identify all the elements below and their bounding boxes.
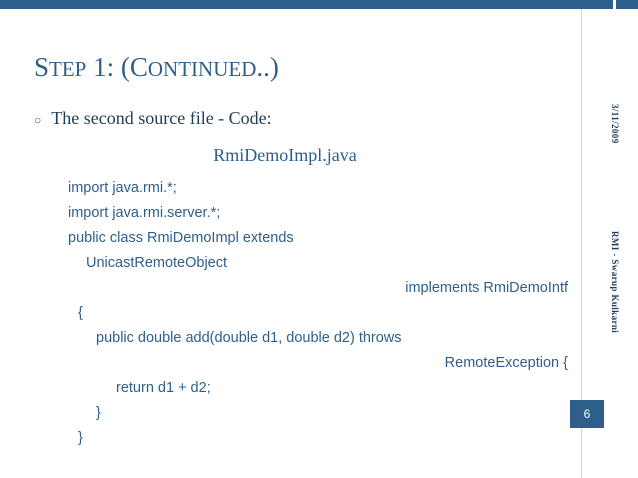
- title-num: 1: (: [86, 52, 130, 82]
- code-line: {: [78, 305, 83, 321]
- code-line: public class RmiDemoImpl extends: [68, 230, 294, 246]
- source-file-name: RmiDemoImpl.java: [213, 145, 357, 165]
- title-word2: ONTINUED: [147, 57, 257, 81]
- page-number-badge: 6: [570, 400, 604, 428]
- code-line: UnicastRemoteObject: [86, 255, 228, 271]
- code-block: import java.rmi.*; import java.rmi.server…: [68, 176, 568, 451]
- title-prefix: S: [34, 52, 50, 82]
- code-line: implements RmiDemoIntf: [405, 280, 568, 296]
- code-line: import java.rmi.*;: [68, 180, 177, 196]
- bullet-circle-icon: ○: [34, 113, 42, 127]
- bullet-item: ○ The second source file - Code:: [34, 108, 272, 129]
- title-word1: TEP: [49, 57, 87, 81]
- code-line: }: [96, 405, 101, 421]
- code-line: }: [78, 430, 83, 446]
- side-author-label: RMI - Swarup Kulkarni: [610, 231, 620, 334]
- page-title: STEP 1: (CONTINUED..): [34, 52, 279, 83]
- code-line: public double add(double d1, double d2) …: [96, 330, 402, 346]
- title-c: C: [129, 52, 148, 82]
- code-line: return d1 + d2;: [116, 380, 211, 396]
- bullet-item-label: The second source file - Code:: [51, 108, 272, 128]
- code-line: RemoteException {: [444, 355, 568, 371]
- code-line: import java.rmi.server.*;: [68, 205, 221, 221]
- top-accent-bar-left: [0, 0, 613, 9]
- title-suffix: ..): [256, 52, 279, 82]
- top-accent-bar-right: [616, 0, 638, 9]
- side-date-label: 3/11/2009: [610, 104, 620, 144]
- side-panel: 3/11/2009 RMI - Swarup Kulkarni: [581, 9, 638, 478]
